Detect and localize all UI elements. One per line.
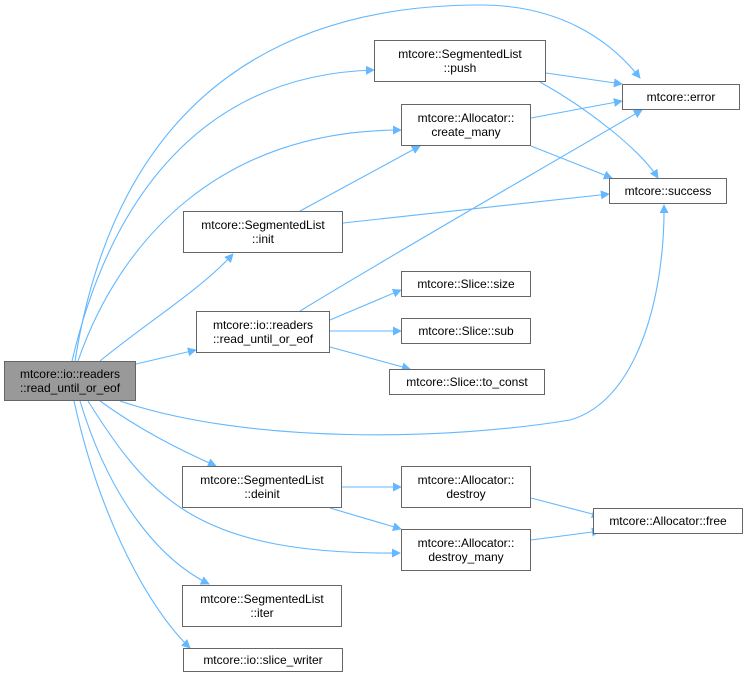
- node-error[interactable]: mtcore::error: [622, 84, 740, 110]
- node-allocator-free[interactable]: mtcore::Allocator::free: [593, 508, 743, 534]
- edge-destroy-many-to-free: [530, 527, 601, 541]
- node-label-line: ::init: [251, 232, 274, 246]
- node-label-line: mtcore::SegmentedList: [201, 218, 325, 232]
- node-slice-sub[interactable]: mtcore::Slice::sub: [401, 318, 531, 344]
- edge-root-to-create-many: [77, 125, 402, 362]
- edge-init-to-create-many: [299, 145, 421, 212]
- edge-create-many-to-error: [530, 98, 623, 119]
- node-label-line: mtcore::Slice::sub: [418, 324, 514, 338]
- node-label-line: ::read_until_or_eof: [19, 381, 121, 395]
- node-label-line: mtcore::Allocator::: [417, 536, 515, 550]
- edge-root-to-slice-writer: [73, 400, 191, 649]
- node-label-line: mtcore::io::slice_writer: [203, 653, 323, 667]
- edge-root-to-iter: [79, 400, 210, 585]
- edge-root-to-rue: [135, 347, 197, 365]
- edge-root-to-init: [99, 253, 234, 362]
- edge-rue-to-size: [329, 289, 402, 321]
- node-label-line: mtcore::SegmentedList: [200, 473, 324, 487]
- node-label-line: create_many: [431, 125, 501, 139]
- edge-create-many-to-success: [530, 145, 613, 180]
- node-label-line: mtcore::success: [624, 184, 712, 198]
- node-label-line: mtcore::Slice::to_const: [406, 375, 528, 389]
- edge-deinit-to-destroy-many: [329, 507, 402, 532]
- node-label-line: mtcore::Allocator::: [417, 473, 515, 487]
- edge-rue-to-error: [299, 109, 643, 312]
- node-label-line: mtcore::Allocator::: [417, 111, 515, 125]
- node-label-line: ::read_until_or_eof: [212, 332, 314, 346]
- edges-layer: [71, 4, 669, 649]
- node-root-read-until-or-eof: mtcore::io::readers ::read_until_or_eof: [4, 361, 136, 401]
- node-label-line: ::push: [443, 61, 477, 75]
- node-read-until-or-eof[interactable]: mtcore::io::readers ::read_until_or_eof: [196, 311, 330, 353]
- node-label-line: mtcore::io::readers: [19, 367, 121, 381]
- node-label-line: mtcore::SegmentedList: [398, 47, 522, 61]
- node-allocator-destroy-many[interactable]: mtcore::Allocator:: destroy_many: [401, 529, 531, 571]
- node-label-line: mtcore::Allocator::free: [609, 514, 727, 528]
- node-label-line: mtcore::error: [646, 90, 716, 104]
- edge-root-to-success: [119, 204, 669, 436]
- edge-rue-to-to-const: [329, 346, 411, 372]
- node-segmented-list-deinit[interactable]: mtcore::SegmentedList ::deinit: [182, 466, 342, 508]
- node-label-line: ::deinit: [244, 487, 280, 501]
- node-segmented-list-iter[interactable]: mtcore::SegmentedList ::iter: [182, 585, 342, 627]
- node-segmented-list-push[interactable]: mtcore::SegmentedList ::push: [374, 40, 546, 82]
- node-success[interactable]: mtcore::success: [609, 178, 727, 204]
- node-allocator-destroy[interactable]: mtcore::Allocator:: destroy: [401, 466, 531, 508]
- node-label-line: destroy_many: [428, 550, 504, 564]
- edge-init-to-success: [342, 190, 610, 224]
- edge-root-to-deinit: [99, 400, 217, 467]
- edge-push-to-error: [545, 72, 623, 88]
- node-label-line: mtcore::SegmentedList: [200, 592, 324, 606]
- edge-root-to-error: [74, 4, 641, 362]
- node-slice-to-const[interactable]: mtcore::Slice::to_const: [389, 369, 545, 395]
- node-label-line: mtcore::io::readers: [212, 318, 314, 332]
- edge-destroy-to-free: [530, 497, 601, 519]
- edge-root-to-push: [71, 65, 375, 362]
- node-slice-size[interactable]: mtcore::Slice::size: [401, 271, 531, 297]
- node-slice-writer[interactable]: mtcore::io::slice_writer: [183, 648, 343, 672]
- node-allocator-create-many[interactable]: mtcore::Allocator:: create_many: [401, 104, 531, 146]
- node-label-line: mtcore::Slice::size: [417, 277, 515, 291]
- node-label-line: ::iter: [250, 606, 274, 620]
- node-segmented-list-init[interactable]: mtcore::SegmentedList ::init: [183, 211, 343, 253]
- edge-push-to-success: [539, 81, 659, 179]
- node-label-line: destroy: [446, 487, 486, 501]
- edge-root-to-destroy-many: [87, 400, 401, 558]
